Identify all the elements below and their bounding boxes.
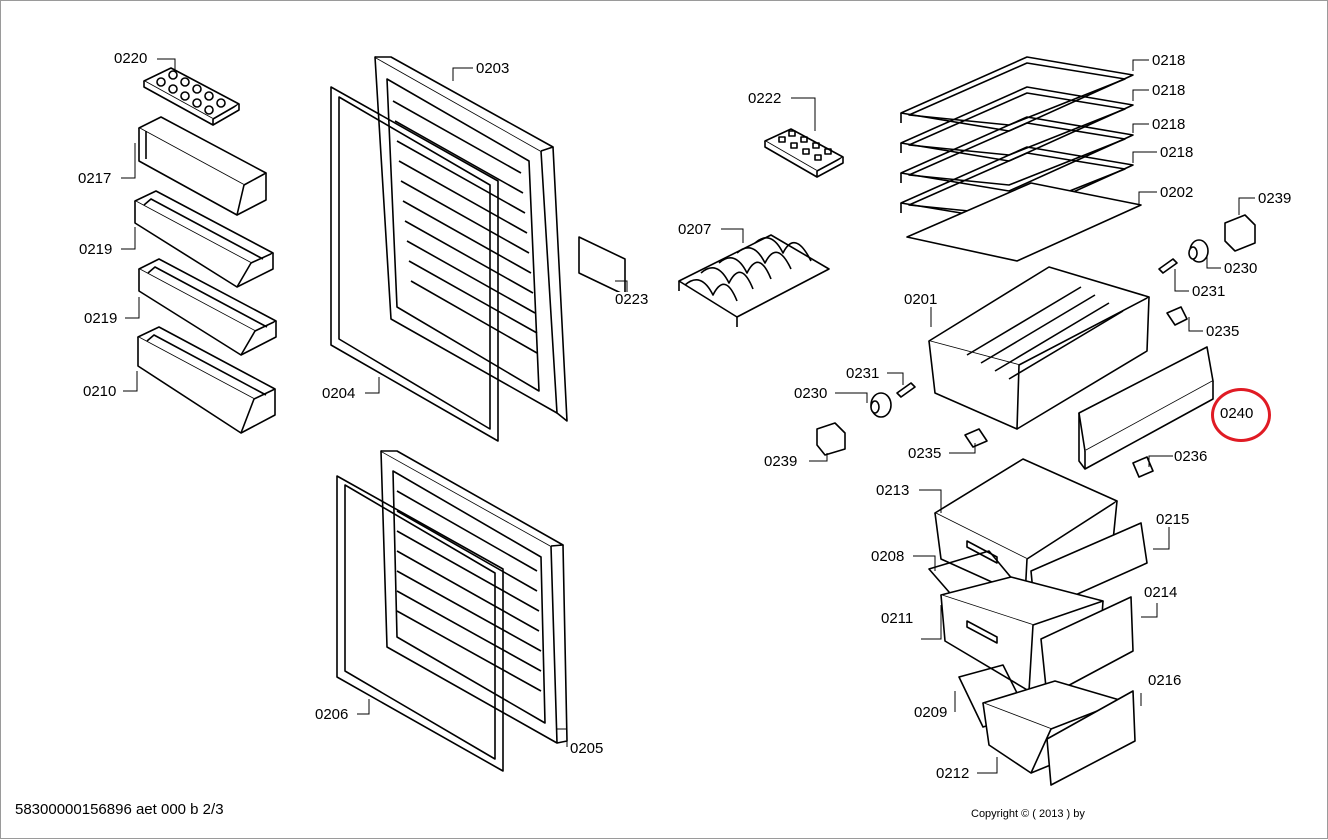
part-label-0230: 0230 (793, 385, 829, 402)
part-label-0205: 0205 (569, 740, 605, 757)
door-shelf-0210 (137, 326, 276, 434)
glass-plate-0202 (906, 182, 1142, 262)
clip-0235-left (964, 428, 988, 448)
part-label-0231: 0231 (845, 365, 881, 382)
door-shelf-0217 (138, 116, 267, 216)
ice-tray-0222 (764, 128, 844, 178)
part-label-0206: 0206 (314, 706, 350, 723)
upper-door-0203 (374, 56, 568, 422)
part-label-0212: 0212 (935, 765, 971, 782)
part-label-0219: 0219 (83, 310, 119, 327)
crisper-0201 (928, 266, 1150, 430)
part-label-0218: 0218 (1151, 116, 1187, 133)
part-label-0230: 0230 (1223, 260, 1259, 277)
pin-0231-left (896, 382, 916, 398)
part-label-0203: 0203 (475, 60, 511, 77)
upper-gasket-0204 (330, 86, 499, 442)
door-shelf-0219-lower (138, 258, 277, 356)
part-label-0207: 0207 (677, 221, 713, 238)
part-label-0204: 0204 (321, 385, 357, 402)
part-label-0231: 0231 (1191, 283, 1227, 300)
part-label-0235: 0235 (907, 445, 943, 462)
highlight-circle (1211, 388, 1271, 442)
fitting-0239-right (1224, 214, 1256, 252)
part-label-0202: 0202 (1159, 184, 1195, 201)
part-label-0218: 0218 (1151, 52, 1187, 69)
part-label-0222: 0222 (747, 90, 783, 107)
part-label-0201: 0201 (903, 291, 939, 308)
clip-0235-right (1166, 306, 1188, 326)
part-label-0216: 0216 (1147, 672, 1183, 689)
fitting-0239-left (816, 422, 846, 456)
clip-0236 (1132, 456, 1154, 478)
part-label-0217: 0217 (77, 170, 113, 187)
leader-lines (121, 58, 1255, 774)
part-label-0213: 0213 (875, 482, 911, 499)
door-shelf-0219-upper (134, 190, 274, 288)
part-label-0214: 0214 (1143, 584, 1179, 601)
part-label-0209: 0209 (913, 704, 949, 721)
pin-0231-right (1158, 258, 1178, 274)
part-label-0208: 0208 (870, 548, 906, 565)
lower-gasket-0206 (336, 475, 504, 772)
bottle-rack-0207 (678, 234, 830, 327)
copyright-notice: Copyright © ( 2013 ) by (971, 808, 1085, 820)
part-label-0219: 0219 (78, 241, 114, 258)
lower-door-0205 (380, 450, 568, 744)
part-label-0215: 0215 (1155, 511, 1191, 528)
part-label-0211: 0211 (880, 610, 915, 627)
label-plate-0223 (578, 236, 626, 296)
front-cover-0240 (1078, 346, 1214, 470)
part-label-0239: 0239 (1257, 190, 1293, 207)
part-label-0210: 0210 (82, 383, 118, 400)
part-label-0220: 0220 (113, 50, 149, 67)
part-label-0235: 0235 (1205, 323, 1241, 340)
part-label-0239: 0239 (763, 453, 799, 470)
drawer-front-0214 (1040, 596, 1134, 698)
part-label-0218: 0218 (1151, 82, 1187, 99)
part-label-0236: 0236 (1173, 448, 1209, 465)
document-id: 58300000156896 aet 000 b 2/3 (15, 801, 224, 818)
egg-tray-0220 (143, 67, 240, 126)
roller-0230-left (870, 392, 892, 418)
drawer-front-0216 (1046, 690, 1136, 786)
part-label-0223: 0223 (614, 291, 650, 308)
part-label-0218: 0218 (1159, 144, 1195, 161)
roller-0230-right (1188, 239, 1209, 263)
glass-shelves-0218 (900, 56, 1134, 222)
